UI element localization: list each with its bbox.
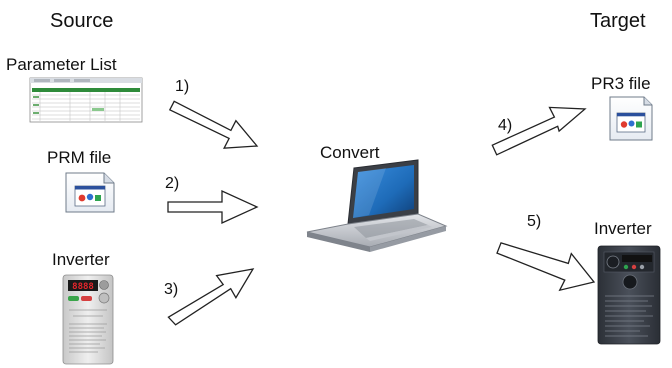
source-heading: Source xyxy=(50,10,114,32)
convert-label: Convert xyxy=(320,143,380,162)
arrow-step-3 xyxy=(167,268,255,326)
step-4-label: 4) xyxy=(498,117,513,134)
document-icon xyxy=(65,172,115,213)
target-heading: Target xyxy=(590,10,646,32)
step-5-label: 5) xyxy=(527,213,542,230)
pr3-file-label: PR3 file xyxy=(591,74,651,93)
step-2-label: 2) xyxy=(165,175,180,192)
target-inverter-label: Inverter xyxy=(594,219,652,238)
arrow-step-1 xyxy=(168,100,259,149)
parameter-list-label: Parameter List xyxy=(6,55,117,74)
inverter-device-icon xyxy=(597,245,661,345)
arrow-step-2 xyxy=(167,189,259,225)
document-icon xyxy=(609,96,653,141)
spreadsheet-icon xyxy=(29,77,143,123)
step-1-label: 1) xyxy=(175,78,190,95)
laptop-icon xyxy=(306,159,448,252)
prm-file-label: PRM file xyxy=(47,148,112,167)
inverter-device-icon: 8888 xyxy=(62,274,114,365)
arrow-step-4 xyxy=(491,106,587,156)
source-inverter-label: Inverter xyxy=(52,250,110,269)
step-3-label: 3) xyxy=(164,281,179,298)
arrow-step-5 xyxy=(496,242,596,292)
inverter-display-readout: 8888 xyxy=(72,282,94,292)
